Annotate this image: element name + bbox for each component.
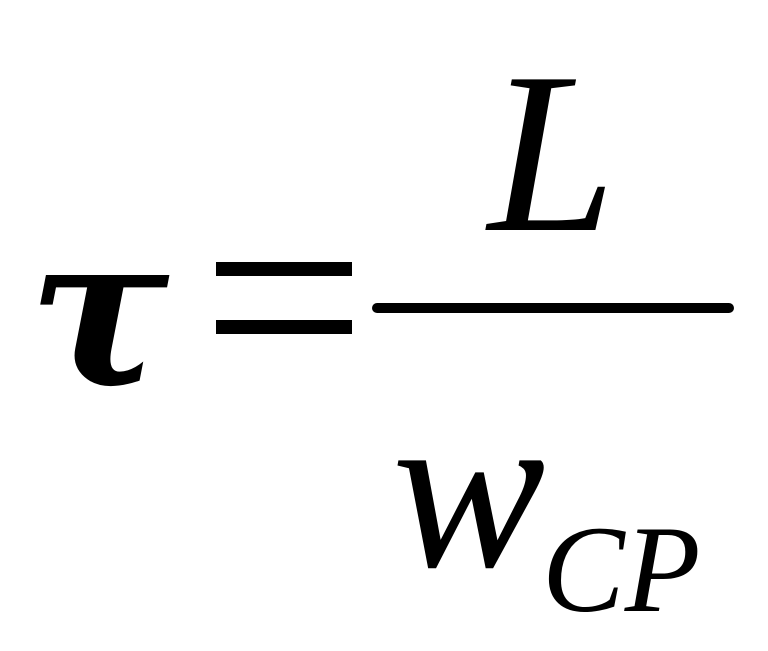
equals-bar-bottom [216,320,352,334]
fraction-denominator: w [392,361,546,616]
fraction-numerator: L [488,25,616,280]
equals-sign [216,262,352,334]
denominator-subscript: CP [542,501,701,638]
fraction-line [372,303,734,313]
tau-symbol: τ [28,187,170,434]
equals-bar-top [216,262,352,276]
